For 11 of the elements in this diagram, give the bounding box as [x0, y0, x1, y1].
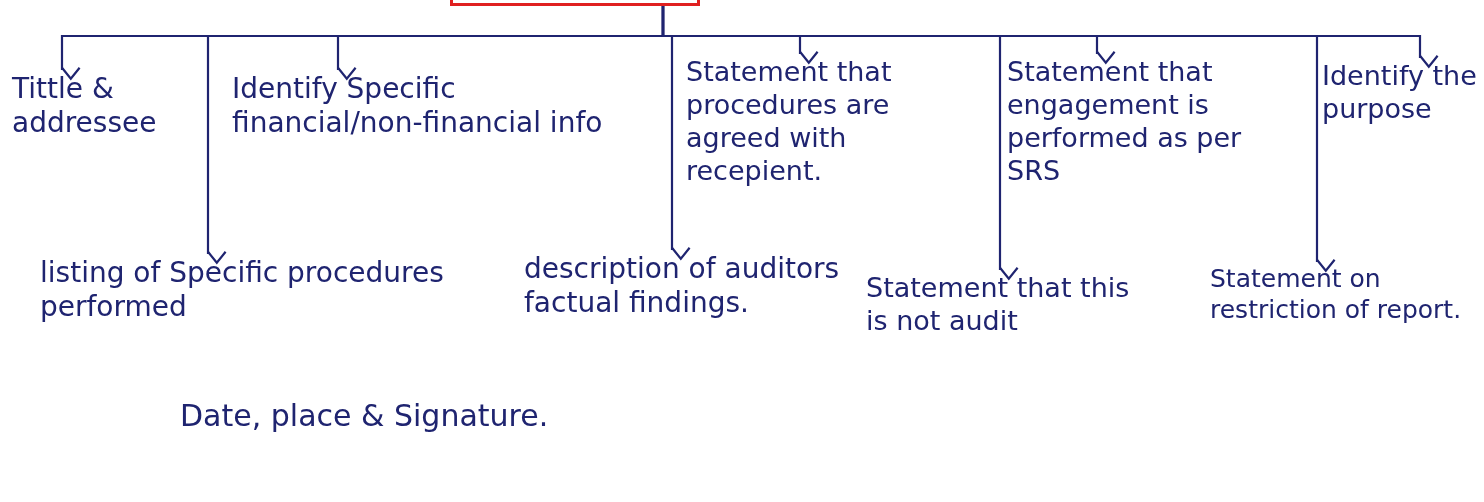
- branch-text: Identify Specific financial/non-financial info: [228, 72, 628, 141]
- branch-text: Identify the purpose: [1318, 60, 1484, 126]
- branch-text: Statement that this is not audit: [862, 272, 1152, 338]
- note-text: Date, place & Signature.: [180, 398, 549, 433]
- branch-text: Statement that procedures are agreed with recepient.: [682, 56, 982, 188]
- branch-text: Tittle & addressee: [8, 72, 198, 141]
- arrow: [661, 6, 1439, 68]
- branch-text: Statement that engagement is performed as per SRS: [1003, 56, 1303, 188]
- branch-text: Statement on restriction of report.: [1206, 264, 1466, 325]
- branch-text: listing of Specific procedures performed: [36, 256, 456, 325]
- branch-text: description of auditors factual findings.: [520, 252, 850, 321]
